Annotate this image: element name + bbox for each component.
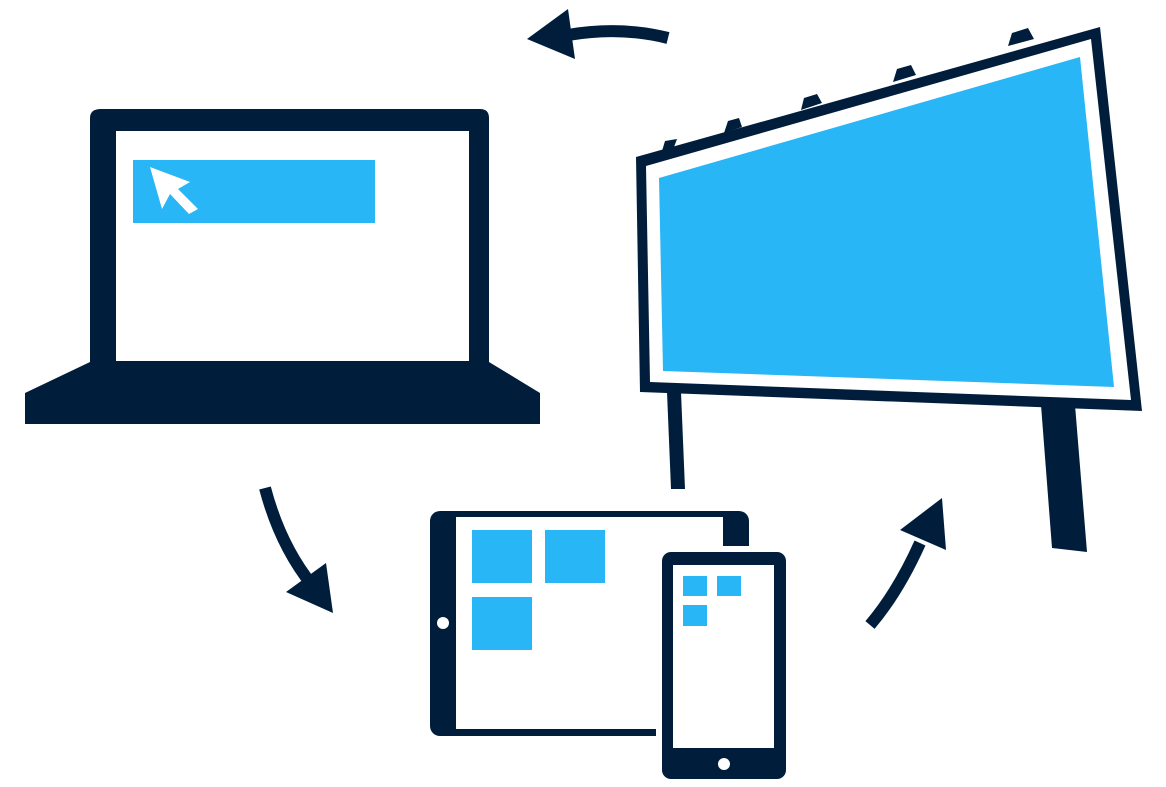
billboard-light-5 — [1008, 28, 1034, 46]
phone-tile-2 — [717, 576, 741, 596]
laptop-base — [25, 362, 540, 424]
arrow-left-head — [286, 563, 333, 613]
tablet-tile-3 — [472, 597, 532, 650]
cursor-arrow-icon — [150, 167, 198, 214]
arrow-right-shaft — [865, 540, 926, 629]
phone-home-button — [718, 758, 730, 770]
phone-tile-3 — [683, 605, 707, 626]
phone-tile-1 — [683, 576, 707, 596]
tablet-home-button — [437, 617, 449, 629]
laptop-icon — [25, 109, 540, 424]
arrow-top-head — [527, 9, 575, 59]
billboard-screen — [659, 57, 1114, 387]
billboard-leg-right — [1041, 405, 1087, 552]
arrow-icon — [259, 486, 333, 613]
phone-icon — [656, 546, 792, 784]
billboard-light-1 — [662, 139, 677, 151]
arrow-top-shaft — [566, 25, 670, 44]
arrow-right-head — [900, 498, 946, 550]
arrow-icon — [527, 9, 670, 59]
tablet-tile-2 — [545, 530, 605, 583]
arrow-left-shaft — [259, 486, 317, 589]
tablet-tile-1 — [472, 530, 532, 583]
billboard-light-3 — [801, 94, 822, 110]
billboard-light-4 — [893, 65, 916, 82]
billboard-icon — [636, 27, 1142, 552]
billboard-leg-left — [667, 392, 685, 489]
billboard-light-2 — [724, 118, 742, 133]
arrow-icon — [865, 498, 946, 629]
